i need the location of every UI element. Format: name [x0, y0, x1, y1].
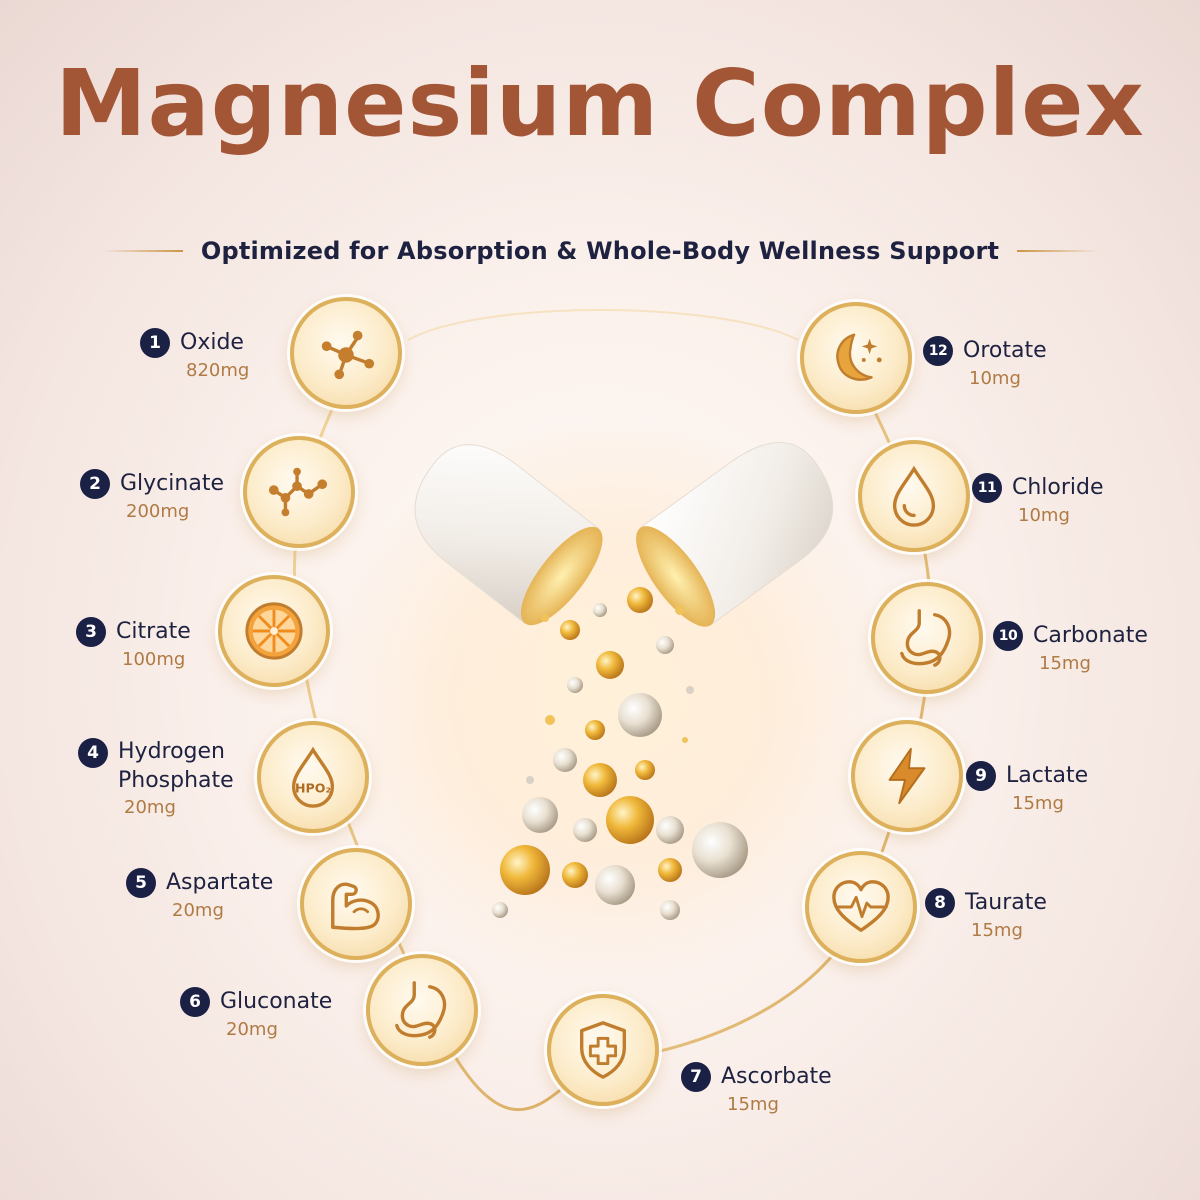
ingredient-dose: 15mg: [1039, 653, 1091, 674]
ingredient-dose: 200mg: [126, 501, 190, 522]
number-badge: 2: [80, 469, 110, 499]
capsule-right-half: [636, 442, 834, 627]
badge-aspartate: [300, 848, 412, 960]
number-badge: 5: [126, 868, 156, 898]
ingredient-dose: 20mg: [226, 1019, 278, 1040]
capsule-illustration: [414, 442, 834, 920]
ingredient-name: Carbonate: [1033, 622, 1148, 648]
ingredient-name-line2: Phosphate: [118, 767, 234, 793]
badge-orotate: [800, 302, 912, 414]
ingredient-dose: 100mg: [122, 649, 186, 670]
ingredient-name-line1: Hydrogen: [118, 739, 225, 764]
badge-gluconate: [366, 954, 478, 1066]
ingredient-12: 12 Orotate 10mg: [923, 336, 1047, 389]
ingredient-5: 5 Aspartate 20mg: [126, 868, 273, 921]
flexed-arm-icon: [331, 882, 380, 931]
ingredient-dose: 820mg: [186, 360, 250, 381]
ingredient-dose: 20mg: [124, 797, 176, 819]
granules: [492, 587, 748, 920]
page-title: Magnesium Complex: [55, 50, 1145, 157]
badge-citrate: [218, 575, 330, 687]
ingredient-name: Lactate: [1006, 762, 1089, 788]
badge-ascorbate: [547, 994, 659, 1106]
moon-stars-icon: [836, 333, 882, 381]
subtitle-row: Optimized for Absorption & Whole-Body We…: [0, 233, 1200, 269]
ingredient-1: 1 Oxide 820mg: [140, 328, 249, 381]
number-badge: 6: [180, 987, 210, 1017]
ingredient-7: 7 Ascorbate 15mg: [681, 1062, 832, 1115]
badge-carbonate: [871, 582, 983, 694]
badge-oxide: [290, 297, 402, 409]
ingredient-name: Glycinate: [120, 470, 224, 496]
number-badge: 11: [972, 473, 1002, 503]
badge-glycinate: [243, 436, 355, 548]
ingredient-dose: 10mg: [1018, 505, 1070, 526]
ingredient-9: 9 Lactate 15mg: [966, 761, 1088, 814]
molecule-icon: [321, 330, 375, 380]
stomach-icon: [395, 981, 447, 1039]
subtitle-divider-right: [1017, 250, 1100, 252]
ingredient-dose: 15mg: [727, 1094, 779, 1115]
ingredient-dose: 20mg: [172, 900, 224, 921]
chain-molecule-icon: [268, 467, 328, 517]
badge-lactate: [851, 720, 963, 832]
ingredient-name: Oxide: [180, 329, 244, 355]
ingredient-2: 2 Glycinate 200mg: [80, 469, 224, 522]
ingredient-name: Orotate: [963, 337, 1047, 363]
ingredient-6: 6 Gluconate 20mg: [180, 987, 332, 1040]
citrus-slice-icon: [245, 602, 303, 660]
badge-taurate: [805, 851, 917, 963]
subtitle-divider-left: [100, 250, 183, 252]
ingredient-dose: 15mg: [971, 920, 1023, 941]
capsule-left-half: [414, 444, 603, 626]
number-badge: 4: [78, 738, 108, 768]
number-badge: 8: [925, 888, 955, 918]
number-badge: 12: [923, 336, 953, 366]
ingredient-10: 10 Carbonate 15mg: [993, 621, 1148, 674]
ingredient-dose: 10mg: [969, 368, 1021, 389]
number-badge: 9: [966, 761, 996, 791]
ingredient-8: 8 Taurate 15mg: [925, 888, 1047, 941]
number-badge: 7: [681, 1062, 711, 1092]
ingredient-name: Gluconate: [220, 988, 333, 1014]
ingredient-name: Taurate: [965, 889, 1047, 915]
subtitle: Optimized for Absorption & Whole-Body We…: [200, 237, 1000, 265]
svg-text:HPO₂: HPO₂: [295, 781, 331, 796]
ingredient-name: Ascorbate: [721, 1063, 832, 1089]
lightning-icon: [888, 747, 926, 805]
badge-hydrogen-phosphate: HPO₂: [257, 721, 369, 833]
ingredient-4: 4 Hydrogen Phosphate 20mg: [78, 738, 234, 818]
heart-pulse-icon: [832, 880, 890, 932]
ingredient-name: Citrate: [116, 618, 191, 644]
number-badge: 10: [993, 621, 1023, 651]
ring-top-arc: [407, 309, 799, 341]
shield-cross-icon: [579, 1021, 627, 1079]
ingredient-3: 3 Citrate 100mg: [76, 617, 191, 670]
number-badge: 3: [76, 617, 106, 647]
water-drop-icon: [892, 465, 936, 527]
number-badge: 1: [140, 328, 170, 358]
hpo-droplet-icon: HPO₂: [291, 746, 335, 808]
badge-chloride: [858, 440, 970, 552]
stomach-icon: [900, 609, 952, 667]
ingredient-dose: 15mg: [1012, 793, 1064, 814]
ingredient-name: Aspartate: [166, 869, 274, 895]
ingredient-11: 11 Chloride 10mg: [972, 473, 1104, 526]
ingredient-name: Chloride: [1012, 474, 1104, 500]
